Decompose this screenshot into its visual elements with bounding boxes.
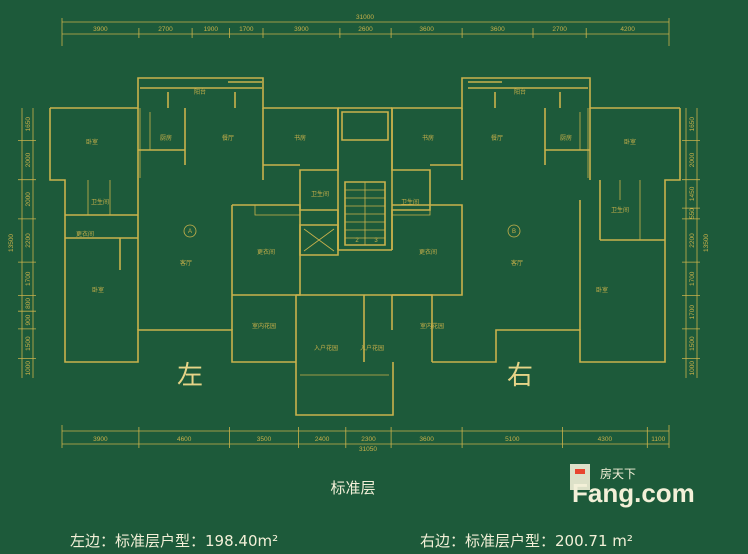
right-dressing-label: 更衣间 [419,248,437,256]
left-unit-walls [49,77,339,363]
top-dim-8: 2700 [552,26,567,33]
right-dimension-chain: 13500 1650 2000 1450 550 2200 1700 1700 1500 100… [682,108,710,378]
right-bedroom-top-label: 卧室 [624,138,636,146]
left-dim-0: 1650 [25,117,32,132]
left-dining-label: 餐厅 [222,134,234,142]
left-side-label: 左 [177,361,203,391]
right-unit-mark: B [512,229,516,235]
right-dim-8: 1000 [689,361,696,376]
left-dim-8: 1000 [25,361,32,376]
central-core: 2 3 [295,107,433,416]
right-garden-label: 室内花园 [420,322,444,330]
left-dim-6: 900 [25,314,32,325]
left-dim-1: 2000 [25,152,32,167]
right-dim-6: 1700 [689,305,696,320]
left-dim-5: 800 [25,298,32,309]
right-bath-right-label: 卫生间 [611,206,629,214]
right-side-label: 右 [507,361,533,391]
right-caption: 右边：标准层户型：200.71 m² [420,532,633,550]
left-dim-3: 2200 [25,233,32,248]
top-dim-3: 1700 [239,26,254,33]
top-dim-6: 3600 [419,26,434,33]
bottom-dim-5: 3600 [419,436,434,443]
left-room-labels: 阳台 卧室 厨房 餐厅 书房 卫生间 卫生间 更衣间 卧室 客厅 更衣间 室内花… [76,88,338,391]
left-study-label: 书房 [294,134,306,142]
left-dressing-label: 更衣间 [257,248,275,256]
top-dim-1: 2700 [158,26,173,33]
left-bath-center-label: 卫生间 [311,190,329,198]
left-garden-label: 室内花园 [252,322,276,330]
right-study-label: 书房 [422,134,434,142]
top-dim-7: 3600 [490,26,505,33]
right-dining-label: 餐厅 [491,134,503,142]
right-dim-0: 1650 [689,117,696,132]
bottom-dim-3: 2400 [315,436,330,443]
top-dim-5: 2600 [358,26,373,33]
fang-watermark-logo: 房天下 Fang.com [570,464,695,508]
right-dim-3: 550 [689,208,696,219]
bottom-dim-4: 2300 [361,436,376,443]
left-dim-4: 1700 [25,271,32,286]
left-cloak-label: 更衣间 [76,230,94,238]
bottom-dim-1: 4600 [177,436,192,443]
top-dim-9: 4200 [620,26,635,33]
left-dim-2: 2000 [25,192,32,207]
right-dim-1: 2000 [689,152,696,167]
stair-number-2: 2 [355,238,359,244]
top-total-dim: 31000 [356,14,374,21]
bottom-dim-2: 3500 [257,436,272,443]
right-entry-garden-label: 入户花园 [360,344,384,352]
bottom-dim-8: 1100 [651,436,665,443]
bottom-dimension-chain: 31050 3900 4600 3500 2400 2300 3600 5100 4300 11… [61,425,670,453]
right-bath-center-label: 卫生间 [401,198,419,206]
bottom-dim-7: 4300 [598,436,613,443]
page-title: 标准层 [330,479,375,497]
right-dim-4: 2200 [689,233,696,248]
right-unit-walls [391,77,681,363]
left-caption: 左边：标准层户型：198.40m² [70,532,278,550]
bottom-total-dim: 31050 [359,446,377,453]
watermark-brand-cn: 房天下 [600,466,636,481]
right-kitchen-label: 厨房 [560,134,572,142]
left-dim-7: 1500 [25,336,32,351]
bottom-dim-0: 3900 [93,436,108,443]
left-total-dim: 13500 [8,234,15,252]
bottom-dim-6: 5100 [505,436,520,443]
top-dim-4: 3900 [294,26,309,33]
left-entry-garden-label: 入户花园 [314,344,338,352]
top-dim-2: 1900 [204,26,219,33]
right-living-label: 客厅 [511,259,523,267]
top-dim-0: 3900 [93,26,108,33]
stair-number-3: 3 [374,238,378,244]
watermark-brand-en: Fang.com [572,478,695,508]
right-dim-7: 1500 [689,336,696,351]
right-room-labels: 阳台 书房 餐厅 厨房 卧室 卫生间 卫生间 更衣间 客厅 卧室 室内花园 入户… [360,88,636,391]
right-dim-5: 1700 [689,271,696,286]
left-kitchen-label: 厨房 [160,134,172,142]
left-unit-mark: A [188,229,192,235]
right-total-dim: 13500 [703,234,710,252]
left-dimension-chain: 13500 1650 2000 2000 2200 1700 800 900 1500 1000 [8,108,36,378]
right-dim-2: 1450 [689,186,696,201]
right-balcony-label: 阳台 [514,88,526,96]
left-balcony-label: 阳台 [194,88,206,96]
right-bedroom-main-label: 卧室 [596,286,608,294]
top-dimension-chain: 31000 3900 2700 1900 1700 3900 2600 3600 3600 27… [61,14,670,46]
left-living-label: 客厅 [180,259,192,267]
left-bedroom-top-label: 卧室 [86,138,98,146]
left-bath-left-label: 卫生间 [91,198,109,206]
left-bedroom-main-label: 卧室 [92,286,104,294]
